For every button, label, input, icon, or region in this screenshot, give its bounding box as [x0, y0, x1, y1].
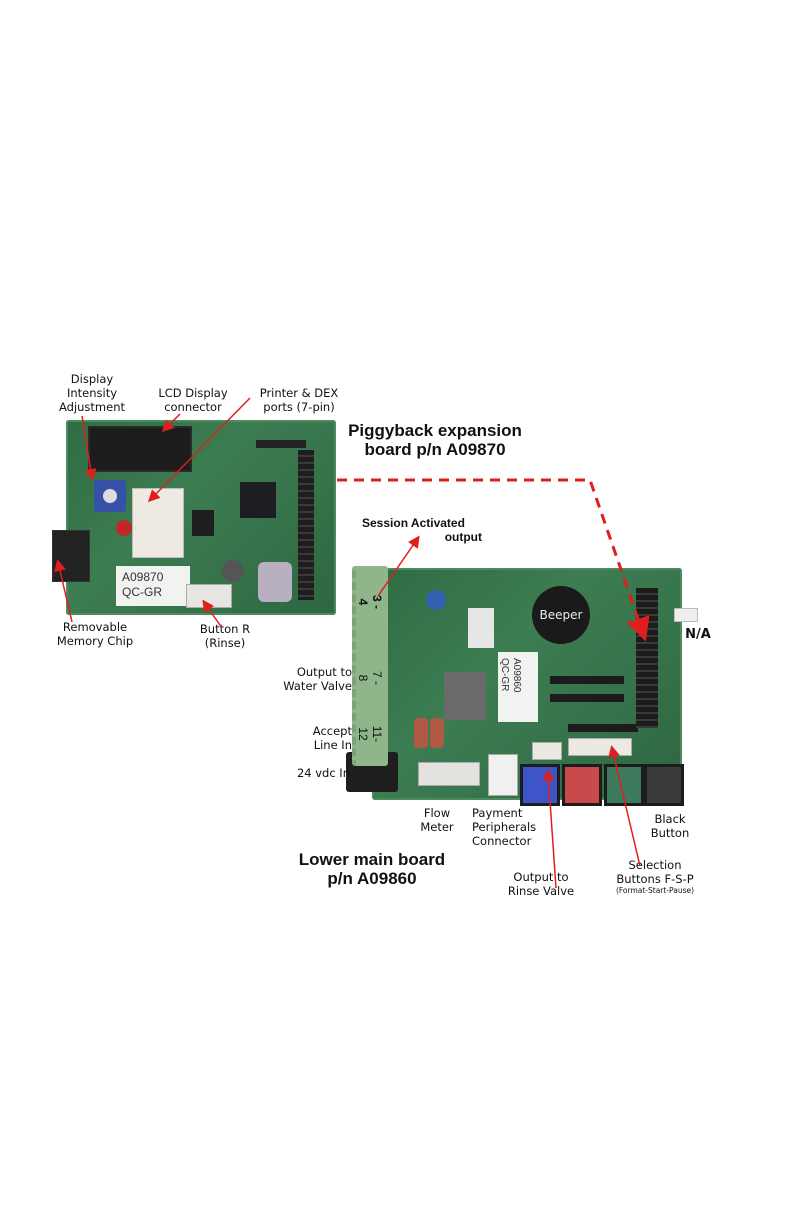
lcd-display-connector — [88, 426, 192, 472]
removable-memory-chip — [52, 530, 90, 582]
rinse-button-blue — [520, 764, 560, 806]
main-board-sticker: A09860 QC-GR — [498, 652, 538, 722]
label-line: Black — [654, 812, 686, 826]
label-subtext: (Format-Start-Pause) — [615, 886, 695, 895]
piggyback-board-photo: A09870 QC-GR — [52, 420, 336, 615]
label-water-valve: Output to Water Valve — [262, 665, 352, 693]
board-sticker: A09870 QC-GR — [116, 566, 190, 606]
main-board-photo: Beeper A09860 QC-GR — [346, 568, 698, 806]
button-r-connector — [186, 584, 232, 608]
title-line: p/n A09860 — [327, 869, 417, 888]
title-line: board p/n A09870 — [364, 440, 506, 459]
label-line: connector — [164, 400, 222, 414]
pin-header-top — [256, 440, 306, 448]
label-na: N/A — [685, 627, 711, 642]
label-line: Memory Chip — [56, 634, 134, 648]
label-line: Removable — [62, 620, 128, 634]
label-line: ports (7-pin) — [263, 400, 335, 414]
label-rinse-valve: Output to Rinse Valve — [496, 870, 586, 898]
main-board-title: Lower main board p/n A09860 — [292, 850, 452, 888]
flow-meter-connector — [418, 762, 480, 786]
ic-socket — [568, 724, 638, 732]
label-line: Adjustment — [58, 400, 126, 414]
label-payment-peripherals: Payment Peripherals Connector — [472, 806, 562, 848]
piggyback-board-title: Piggyback expansion board p/n A09870 — [340, 421, 530, 459]
label-session-activated: Session Activated output — [362, 516, 482, 544]
microcontroller-chip — [240, 482, 276, 518]
blue-capacitor — [426, 590, 446, 610]
na-connector — [674, 608, 698, 622]
regulator — [192, 510, 214, 536]
label-display-intensity: Display Intensity Adjustment — [52, 372, 132, 414]
rinse-valve-connector — [532, 742, 562, 760]
transformer — [444, 672, 486, 720]
start-button-green — [604, 764, 644, 806]
terminal-3-4: 3 - 4 — [356, 594, 384, 609]
terminal-block: 3 - 4 7 - 8 11-12 — [352, 566, 388, 766]
label-line: Session Activated — [362, 516, 465, 530]
expansion-header — [636, 588, 658, 728]
format-button-red — [562, 764, 602, 806]
red-led — [116, 520, 132, 536]
label-line: Intensity — [66, 386, 118, 400]
label-line: Printer & DEX — [259, 386, 339, 400]
vertical-pin-header — [298, 450, 314, 600]
label-24vdc: 24 vdc In — [296, 766, 350, 780]
label-printer-dex: Printer & DEX ports (7-pin) — [244, 386, 354, 414]
beeper: Beeper — [532, 586, 590, 644]
voltage-regulator — [468, 608, 494, 648]
film-capacitor — [414, 718, 428, 748]
printer-dex-port — [132, 488, 184, 558]
label-line: Peripherals — [472, 820, 537, 834]
selection-buttons-connector — [568, 738, 632, 756]
label-black-button: Black Button — [630, 812, 710, 840]
label-line: Payment — [472, 806, 523, 820]
label-memory-chip: Removable Memory Chip — [40, 620, 150, 648]
display-intensity-potentiometer — [94, 480, 126, 512]
ic-socket — [550, 694, 624, 702]
sticker-part-number: A09870 — [122, 570, 164, 584]
sticker-part-number: A09860 — [511, 658, 522, 693]
title-line: Lower main board — [298, 850, 446, 869]
label-line: Water Valve — [283, 679, 352, 693]
terminal-11-12: 11-12 — [356, 725, 384, 743]
label-button-r: Button R (Rinse) — [180, 622, 270, 650]
label-line: Meter — [420, 820, 454, 834]
label-line: Display — [70, 372, 114, 386]
label-line: Selection — [628, 858, 682, 872]
label-line: Output to — [296, 665, 352, 679]
label-line: Button — [650, 826, 690, 840]
label-line: Rinse Valve — [507, 884, 575, 898]
terminal-7-8: 7 - 8 — [356, 670, 384, 685]
label-line: output — [444, 530, 482, 544]
label-lcd-connector: LCD Display connector — [138, 386, 248, 414]
film-capacitor — [430, 718, 444, 748]
pause-button-black — [644, 764, 684, 806]
payment-peripherals-connector — [488, 754, 518, 796]
label-line: Button R — [199, 622, 251, 636]
title-line: Piggyback expansion — [348, 421, 522, 440]
label-line: Line In — [313, 738, 352, 752]
beeper-label: Beeper — [539, 608, 583, 622]
label-line: (Rinse) — [204, 636, 246, 650]
label-selection-buttons: Selection Buttons F-S-P (Format-Start-Pa… — [600, 858, 710, 896]
label-line: Buttons F-S-P — [616, 872, 694, 886]
inductor — [222, 560, 244, 582]
label-line: Flow — [423, 806, 451, 820]
label-line: Connector — [472, 834, 532, 848]
label-line: Output to — [513, 870, 569, 884]
capacitor — [258, 562, 292, 602]
label-accept-line: Accept Line In — [292, 724, 352, 752]
label-line: LCD Display — [158, 386, 228, 400]
sticker-qc: QC-GR — [122, 585, 162, 599]
ic-socket — [550, 676, 624, 684]
sticker-qc: QC-GR — [499, 658, 510, 692]
label-flow-meter: Flow Meter — [412, 806, 462, 834]
label-line: Accept — [312, 724, 352, 738]
